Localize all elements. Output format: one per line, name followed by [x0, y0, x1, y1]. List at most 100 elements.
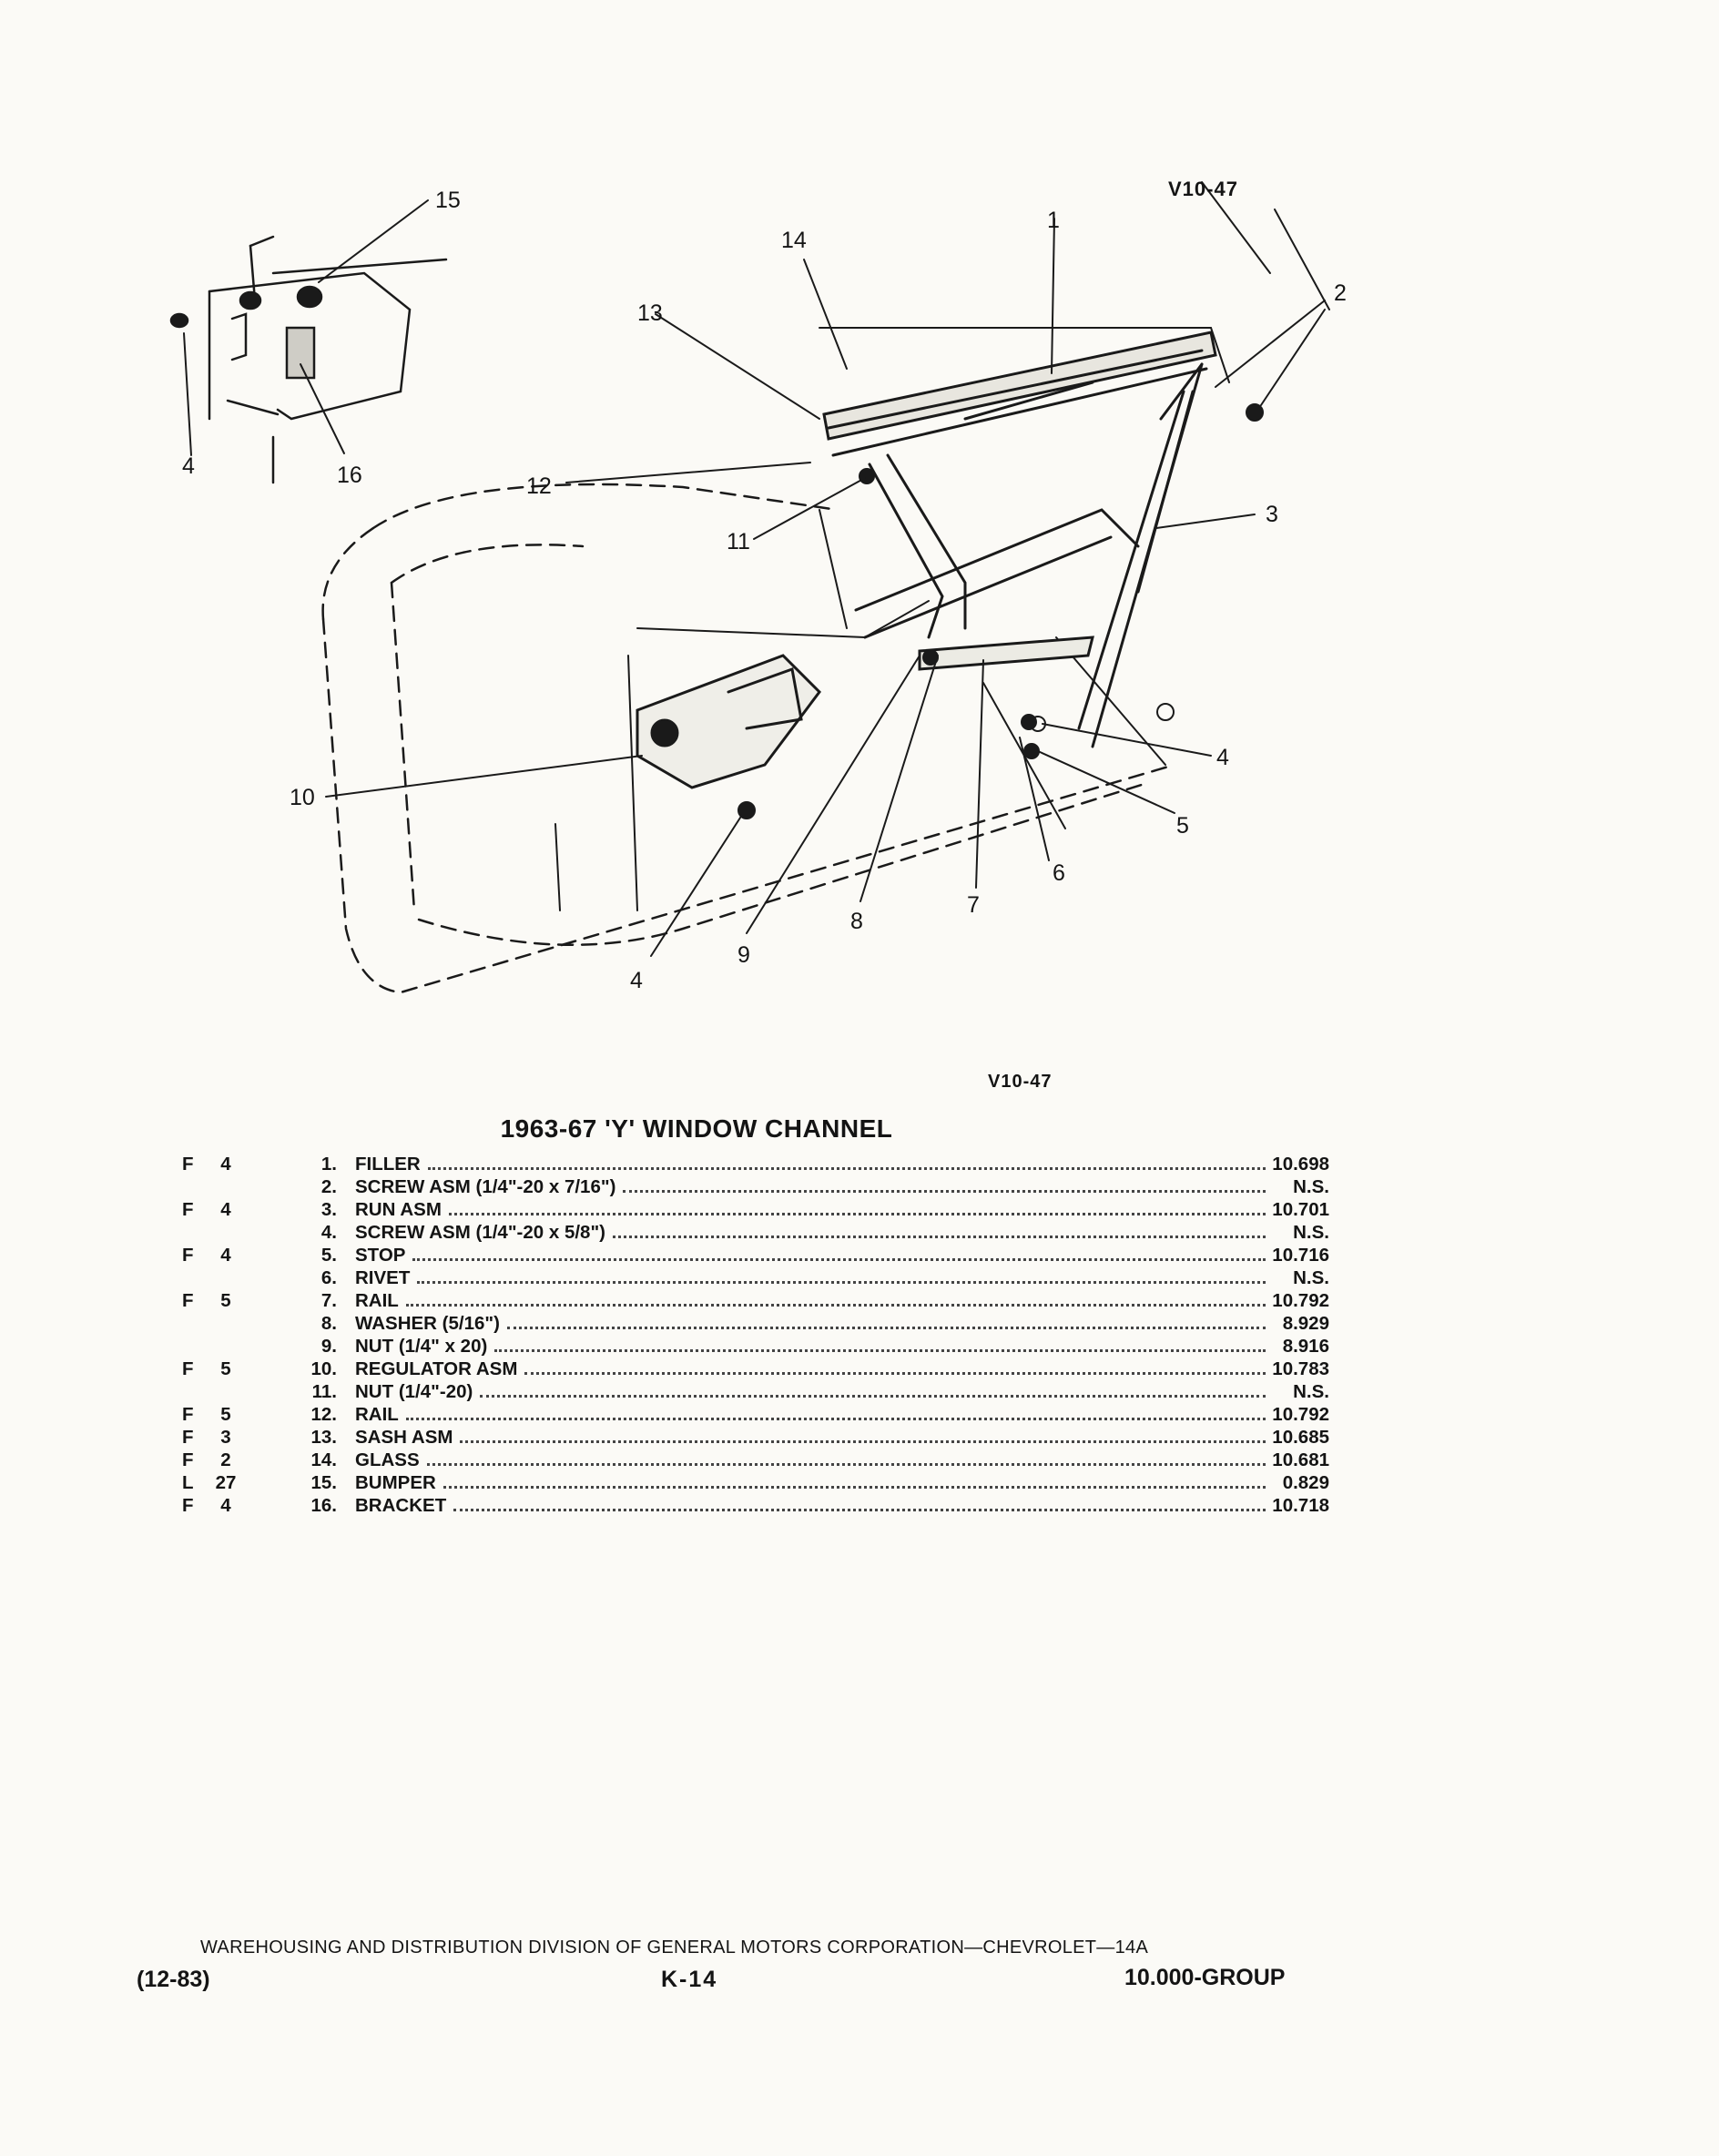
parts-number: 10.718: [1272, 1495, 1329, 1516]
callout-3: 3: [1266, 502, 1278, 527]
callout-13: 13: [637, 300, 663, 326]
parts-description-cell: BUMPER 0.829: [355, 1471, 1329, 1494]
parts-number: 10.716: [1272, 1245, 1329, 1266]
dot-leader: [494, 1337, 1266, 1352]
dot-leader: [412, 1246, 1266, 1261]
parts-item-number: 1.: [320, 1154, 337, 1175]
parts-number: 10.783: [1272, 1358, 1329, 1379]
parts-description: SASH ASM: [355, 1427, 453, 1448]
parts-description-cell: BRACKET 10.718: [355, 1494, 1329, 1517]
fasteners: [737, 403, 1264, 819]
bumper-inset: [169, 235, 448, 484]
parts-description-cell: SCREW ASM (1/4"-20 x 5/8") N.S.: [355, 1221, 1329, 1244]
parts-item-number: 6.: [320, 1267, 337, 1288]
callout-8: 8: [850, 909, 863, 934]
parts-number: 0.829: [1282, 1472, 1329, 1493]
parts-item-number: 8.: [320, 1313, 337, 1334]
parts-number: N.S.: [1293, 1222, 1329, 1243]
parts-description-cell: NUT (1/4" x 20) 8.916: [355, 1335, 1329, 1358]
footer-publisher: WAREHOUSING AND DISTRIBUTION DIVISION OF…: [200, 1937, 1149, 1958]
parts-description: NUT (1/4"-20): [355, 1381, 473, 1402]
parts-item-number: 4.: [320, 1222, 337, 1243]
section-title: 1963-67 'Y' WINDOW CHANNEL: [500, 1114, 893, 1143]
parts-description: SCREW ASM (1/4"-20 x 7/16"): [355, 1176, 616, 1197]
parts-group-code: F: [182, 1495, 194, 1516]
callout-15: 15: [435, 188, 461, 213]
parts-group-code: F: [182, 1199, 194, 1220]
figure-ref-top: V10-47: [1168, 178, 1238, 200]
parts-row: 8. WASHER (5/16") 8.929: [173, 1312, 1329, 1335]
parts-number: 8.916: [1282, 1336, 1329, 1357]
parts-group-code: F: [182, 1449, 194, 1470]
parts-description: WASHER (5/16"): [355, 1313, 500, 1334]
parts-group-code: F: [182, 1154, 194, 1175]
dot-leader: [623, 1177, 1266, 1193]
parts-item-number: 12.: [310, 1404, 338, 1425]
dot-leader: [506, 1314, 1266, 1329]
parts-number: N.S.: [1293, 1381, 1329, 1402]
callout-12: 12: [526, 473, 552, 499]
parts-item-number: 16.: [310, 1495, 338, 1516]
parts-number: 10.792: [1272, 1404, 1329, 1425]
parts-description: REGULATOR ASM: [355, 1358, 518, 1379]
parts-description: GLASS: [355, 1449, 420, 1470]
parts-page-ref: 3: [220, 1427, 231, 1448]
parts-group-code: F: [182, 1358, 194, 1379]
parts-group-code: F: [182, 1427, 194, 1448]
parts-row: 9.NUT (1/4" x 20)8.916: [173, 1335, 1329, 1358]
parts-row: 2.SCREW ASM (1/4"-20 x 7/16")N.S.: [173, 1175, 1329, 1198]
parts-description: RAIL: [355, 1404, 399, 1425]
parts-group-code: L: [182, 1472, 194, 1493]
callout-4-inset: 4: [182, 453, 195, 479]
parts-number: 8.929: [1282, 1313, 1329, 1334]
parts-number: 10.681: [1272, 1449, 1329, 1470]
dot-leader: [448, 1200, 1266, 1215]
parts-item-number: 15.: [310, 1472, 338, 1493]
glass: [819, 181, 1330, 383]
dot-leader: [405, 1405, 1266, 1420]
parts-group-code: F: [182, 1245, 194, 1266]
footer-page-number: K-14: [661, 1967, 718, 1992]
parts-description: NUT (1/4" x 20): [355, 1336, 488, 1357]
door-outline: [321, 483, 1176, 994]
parts-description-cell: RAIL 10.792: [355, 1403, 1329, 1426]
parts-row: 4. SCREW ASM (1/4"-20 x 5/8") N.S.: [173, 1221, 1329, 1244]
leader-lines: [183, 199, 1326, 957]
parts-number: 10.792: [1272, 1290, 1329, 1311]
parts-description: BRACKET: [355, 1495, 447, 1516]
callout-1: 1: [1047, 208, 1060, 233]
regulator-plate: [636, 654, 821, 789]
parts-page-ref: 4: [220, 1154, 231, 1175]
parts-description: SCREW ASM (1/4"-20 x 5/8"): [355, 1222, 605, 1243]
footer-group: 10.000-GROUP: [1124, 1965, 1286, 1990]
callouts: 1 2 3 4 4 4 5 6 7 8 9 10 11 12 13 14 15 …: [182, 188, 1347, 993]
parts-description-cell: REGULATOR ASM 10.783: [355, 1358, 1329, 1380]
parts-description: RUN ASM: [355, 1199, 442, 1220]
callout-4-bottom: 4: [630, 968, 643, 993]
callout-2: 2: [1334, 280, 1347, 306]
run-channel: [1077, 362, 1204, 748]
parts-item-number: 5.: [320, 1245, 337, 1266]
exploded-view-diagram: 1 2 3 4 4 4 5 6 7 8 9 10 11 12 13 14 15 …: [169, 181, 1347, 994]
parts-description-cell: WASHER (5/16") 8.929: [355, 1312, 1329, 1335]
parts-page-ref: 5: [220, 1290, 231, 1311]
parts-page-ref: 5: [220, 1404, 231, 1425]
figure-ref-bottom: V10-47: [988, 1072, 1053, 1092]
dot-leader: [453, 1496, 1266, 1511]
parts-description: BUMPER: [355, 1472, 436, 1493]
footer-date: (12-83): [137, 1967, 210, 1992]
parts-description-cell: NUT (1/4"-20) N.S.: [355, 1380, 1329, 1403]
sash-assembly: [822, 331, 1217, 457]
dot-leader: [442, 1473, 1266, 1489]
parts-description-cell: GLASS 10.681: [355, 1449, 1329, 1471]
dot-leader: [460, 1428, 1266, 1443]
